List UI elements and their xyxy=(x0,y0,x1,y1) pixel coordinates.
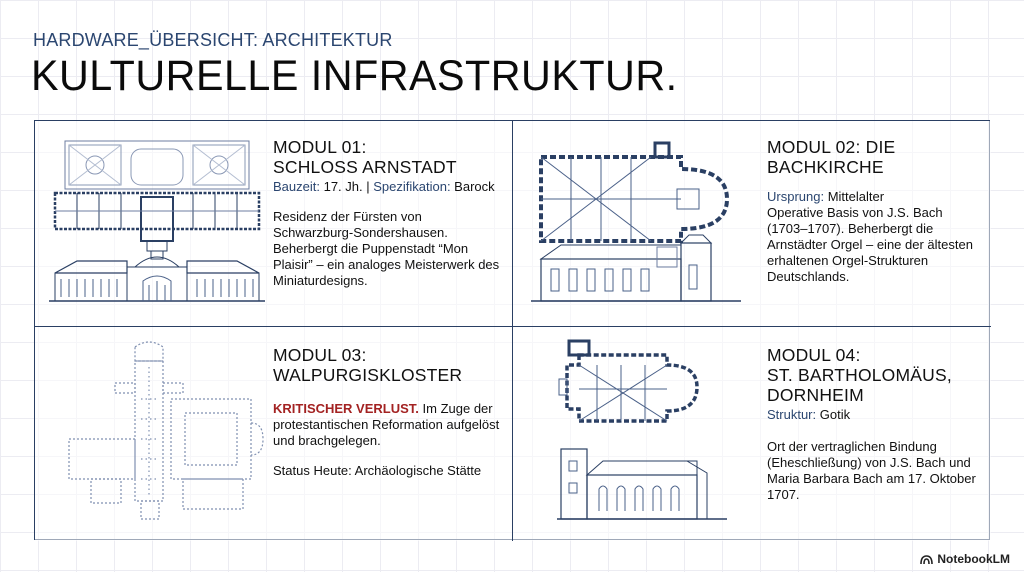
module-03-status: Status Heute: Archäologische Stätte xyxy=(273,463,482,478)
critical-loss-label: KRITISCHER VERLUST. xyxy=(273,401,419,416)
module-04-text: MODUL 04: ST. BARTHOLOMÄUS, DORNHEIM Str… xyxy=(767,345,977,503)
module-01-title: MODUL 01: xyxy=(273,137,367,157)
module-01-panel: MODUL 01: SCHLOSS ARNSTADT Bauzeit: 17. … xyxy=(35,121,513,327)
module-grid: MODUL 01: SCHLOSS ARNSTADT Bauzeit: 17. … xyxy=(34,120,991,541)
module-01-body: Residenz der Fürsten von Schwarzburg-Son… xyxy=(273,209,500,288)
schloss-arnstadt-drawing xyxy=(49,140,265,302)
module-04-meta: Struktur: Gotik xyxy=(767,407,851,422)
module-01-subtitle: SCHLOSS ARNSTADT xyxy=(273,157,457,177)
module-04-subtitle-2: DORNHEIM xyxy=(767,385,864,405)
module-02-text: MODUL 02: DIE BACHKIRCHE Ursprung: Mitte… xyxy=(767,137,977,285)
module-02-subtitle: BACHKIRCHE xyxy=(767,157,884,177)
page-title: KULTURELLE INFRASTRUKTUR. xyxy=(31,52,678,100)
notebooklm-logo-icon xyxy=(920,554,934,564)
bachkirche-drawing xyxy=(531,141,741,302)
notebooklm-brand: NotebookLM xyxy=(920,552,1010,566)
module-04-body: Ort der vertraglichen Bindung (Eheschlie… xyxy=(767,439,976,502)
module-04-subtitle: ST. BARTHOLOMÄUS, xyxy=(767,365,952,385)
module-04-title: MODUL 04: xyxy=(767,345,861,365)
st-bartholomaeus-drawing xyxy=(557,339,727,520)
module-01-meta: Bauzeit: 17. Jh. | Spezifikation: Barock xyxy=(273,179,495,194)
module-04-panel: MODUL 04: ST. BARTHOLOMÄUS, DORNHEIM Str… xyxy=(513,327,991,541)
module-02-title: MODUL 02: DIE xyxy=(767,137,896,157)
module-03-panel: MODUL 03: WALPURGISKLOSTER KRITISCHER VE… xyxy=(35,327,513,541)
eyebrow-label: HARDWARE_ÜBERSICHT: ARCHITEKTUR xyxy=(33,30,393,50)
module-03-subtitle: WALPURGISKLOSTER xyxy=(273,365,463,385)
module-01-text: MODUL 01: SCHLOSS ARNSTADT Bauzeit: 17. … xyxy=(273,137,503,289)
module-03-title: MODUL 03: xyxy=(273,345,367,365)
walpurgiskloster-drawing xyxy=(68,341,264,520)
module-03-text: MODUL 03: WALPURGISKLOSTER KRITISCHER VE… xyxy=(273,345,503,479)
brand-label: NotebookLM xyxy=(937,552,1010,566)
module-02-panel: MODUL 02: DIE BACHKIRCHE Ursprung: Mitte… xyxy=(513,121,991,327)
module-03-body: KRITISCHER VERLUST. Im Zuge der protesta… xyxy=(273,401,500,448)
